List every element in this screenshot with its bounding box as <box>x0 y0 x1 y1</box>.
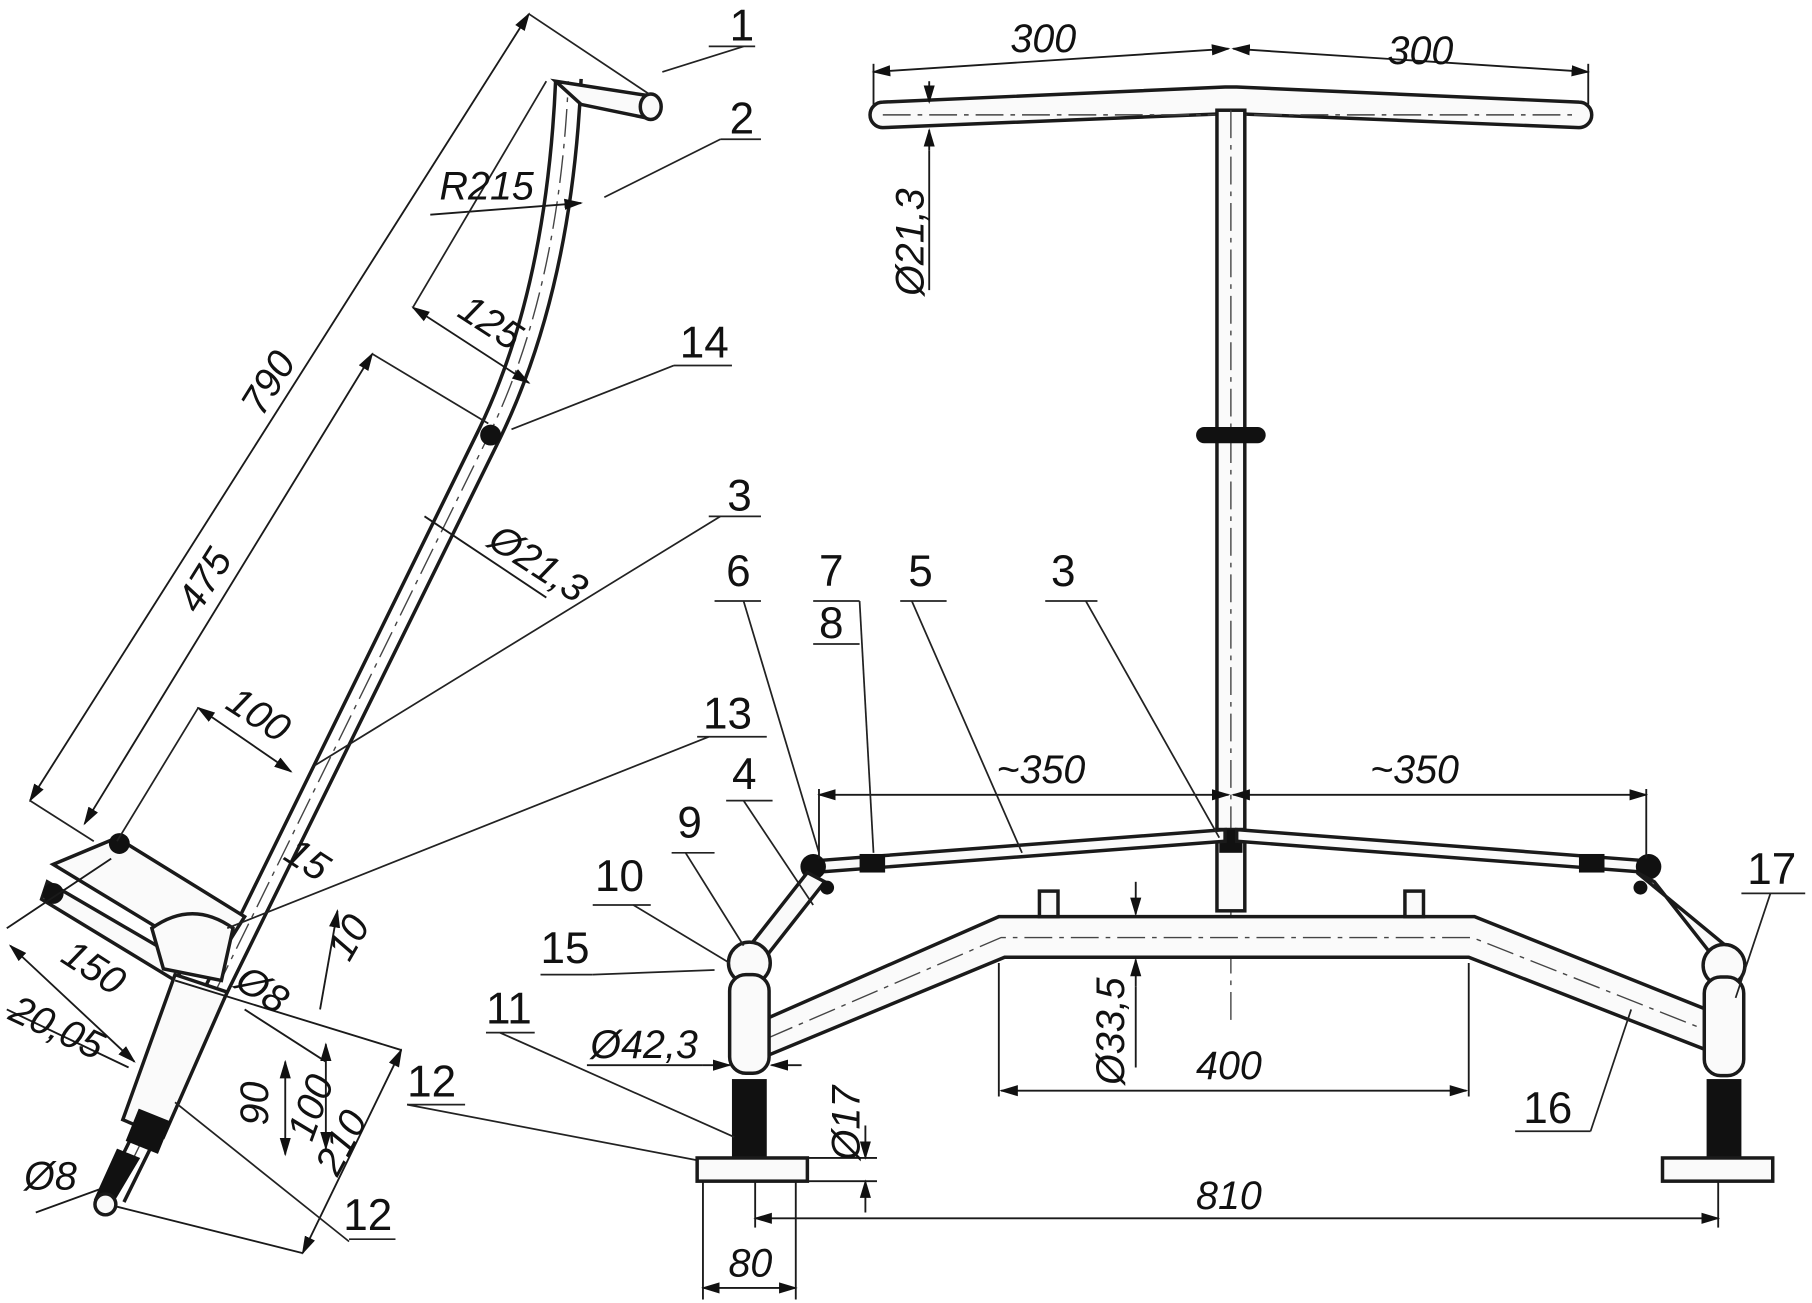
part-number-14: 14 <box>680 318 729 367</box>
part-number-17: 17 <box>1747 845 1796 894</box>
dim-100-top: 100 <box>219 678 298 751</box>
part-number-6: 6 <box>726 547 751 596</box>
dim-dia-8-lower: Ø8 <box>22 1154 77 1198</box>
dim-400: 400 <box>1196 1044 1262 1088</box>
dim-125: 125 <box>451 286 531 359</box>
dim-790: 790 <box>232 343 304 422</box>
part-number-9: 9 <box>677 799 702 848</box>
part-number-11: 11 <box>486 984 532 1033</box>
part-number-1: 1 <box>730 2 755 51</box>
part-number-5: 5 <box>908 547 933 596</box>
dim-90: 90 <box>233 1082 277 1126</box>
clamp <box>1196 426 1266 444</box>
dim-300-right: 300 <box>1388 29 1454 73</box>
front-axle <box>759 889 1709 1059</box>
steering-column-front <box>1196 108 1266 1022</box>
front-view: 300 300 Ø21,3 ~350 ~350 400 Ø33,5 810 80… <box>486 17 1806 1300</box>
part-number-2: 2 <box>730 94 755 143</box>
part-number-10: 10 <box>595 852 644 901</box>
dim-dia-8-upper: Ø8 <box>226 956 296 1023</box>
part-number-3-side: 3 <box>727 472 752 521</box>
part-number-12-front: 12 <box>407 1057 456 1106</box>
dim-350-left: ~350 <box>997 748 1086 792</box>
part-number-12-side: 12 <box>343 1191 392 1240</box>
dim-10: 10 <box>319 907 379 967</box>
part-number-4: 4 <box>732 750 757 799</box>
dim-300-left: 300 <box>1010 17 1076 61</box>
clamp-14 <box>480 424 502 446</box>
dim-20-05: 20,05 <box>2 987 112 1069</box>
dim-dia-21-3-front: Ø21,3 <box>888 188 932 297</box>
dim-475: 475 <box>169 540 242 620</box>
dim-15: 15 <box>277 829 339 890</box>
dim-dia-17: Ø17 <box>825 1084 869 1163</box>
handle-end-cap <box>638 92 663 122</box>
part-number-8: 8 <box>819 599 844 648</box>
dim-810: 810 <box>1196 1174 1262 1218</box>
part-number-16: 16 <box>1523 1084 1572 1133</box>
dim-350-right: ~350 <box>1370 748 1459 792</box>
kingpin-left <box>695 940 810 1183</box>
tie-rods <box>740 827 1739 966</box>
kingpin-right <box>1660 942 1775 1183</box>
dim-dia-21-3: Ø21,3 <box>479 515 595 612</box>
part-number-7: 7 <box>819 547 844 596</box>
dim-80: 80 <box>728 1241 772 1285</box>
dim-dia-42-3: Ø42,3 <box>588 1023 697 1067</box>
part-number-15: 15 <box>541 924 590 973</box>
dim-dia-33-5: Ø33,5 <box>1089 976 1133 1086</box>
dim-r215: R215 <box>440 165 535 209</box>
part-number-3-front: 3 <box>1051 547 1076 596</box>
part-number-13: 13 <box>703 690 752 739</box>
